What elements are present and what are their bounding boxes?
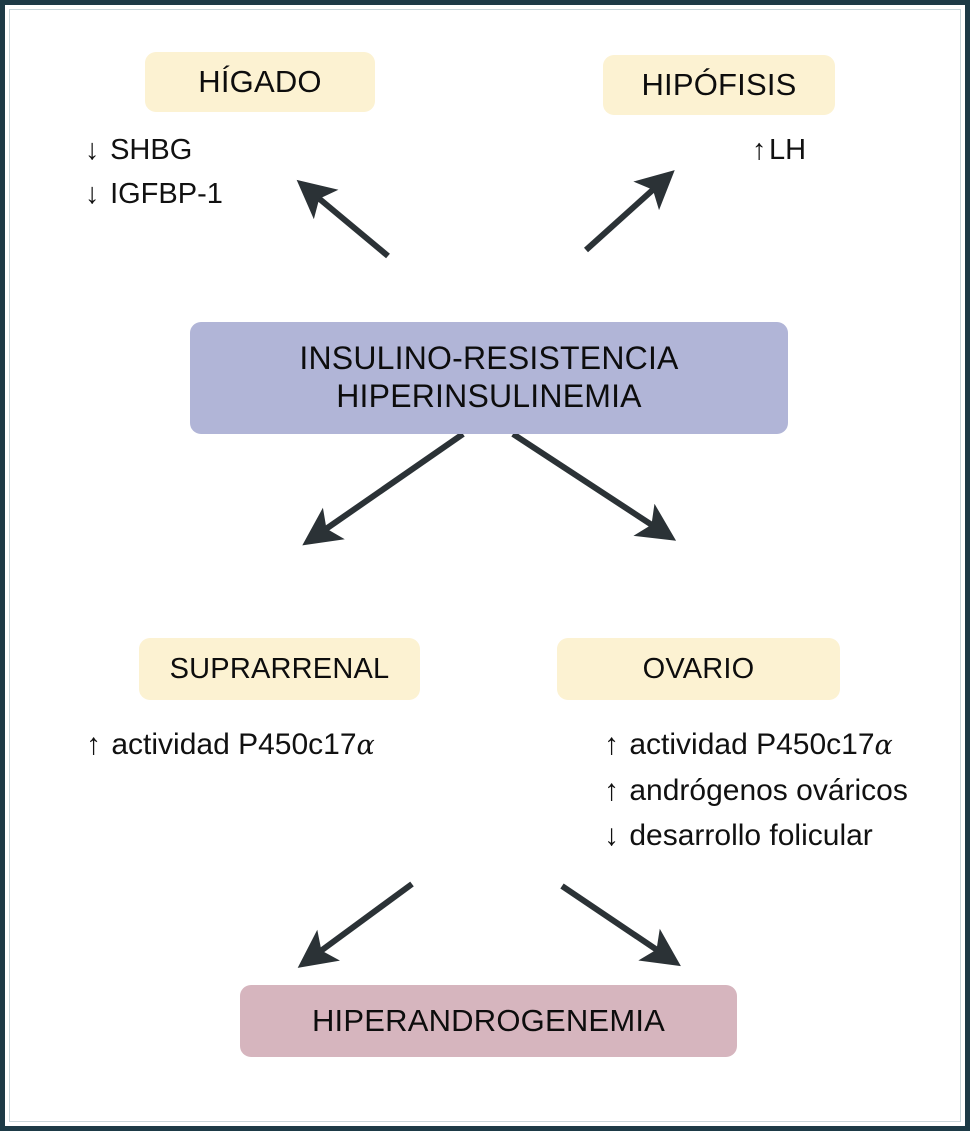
ovary-note-3-text: desarrollo folicular: [629, 819, 873, 853]
ovary-note-1-text: actividad P450c17: [629, 728, 875, 761]
ovary-note-1: ↑ actividad P450c17α: [604, 722, 908, 768]
node-liver-label: HÍGADO: [198, 63, 322, 99]
arrow-ovary-to-outcome: [560, 883, 681, 967]
adrenal-note-1: ↑ actividad P450c17α: [86, 722, 375, 768]
node-pituitary[interactable]: HIPÓFISIS: [603, 55, 835, 115]
ovary-notes: ↑ actividad P450c17α ↑ andrógenos ováric…: [604, 722, 908, 859]
node-insulin-resistance-line2: HIPERINSULINEMIA: [336, 378, 642, 414]
arrow-center-to-ovary: [511, 431, 677, 541]
node-insulin-resistance[interactable]: INSULINO-RESISTENCIA HIPERINSULINEMIA: [190, 322, 788, 434]
liver-note-1: ↓ SHBG: [85, 128, 223, 172]
node-insulin-resistance-line1: INSULINO-RESISTENCIA: [299, 340, 679, 377]
ovary-note-2-text: andrógenos ováricos: [629, 773, 908, 807]
liver-note-2-text: IGFBP-1: [110, 178, 223, 211]
liver-note-1-text: SHBG: [110, 134, 193, 166]
node-liver[interactable]: HÍGADO: [145, 52, 375, 112]
up-arrow-icon: ↑: [604, 773, 619, 807]
pituitary-note-1-text: LH: [769, 134, 807, 166]
pituitary-notes: ↑LH: [752, 128, 806, 172]
up-arrow-icon: ↑: [752, 134, 767, 166]
node-ovary[interactable]: OVARIO: [557, 638, 840, 700]
arrow-adrenal-to-outcome: [297, 881, 414, 968]
node-hyperandrogenemia[interactable]: HIPERANDROGENEMIA: [240, 985, 737, 1057]
node-hyperandrogenemia-label: HIPERANDROGENEMIA: [311, 1002, 666, 1038]
alpha-symbol: α: [874, 730, 893, 761]
node-adrenal[interactable]: SUPRARRENAL: [139, 638, 420, 700]
down-arrow-icon: ↓: [85, 134, 100, 166]
down-arrow-icon: ↓: [604, 819, 619, 853]
arrow-center-to-pituitary: [583, 170, 675, 253]
liver-note-2: ↓ IGFBP-1: [85, 172, 223, 216]
ovary-note-3: ↓ desarrollo folicular: [604, 813, 908, 859]
up-arrow-icon: ↑: [604, 728, 619, 761]
adrenal-notes: ↑ actividad P450c17α: [86, 722, 375, 768]
node-pituitary-label: HIPÓFISIS: [641, 66, 797, 102]
adrenal-note-1-text: actividad P450c17: [111, 728, 357, 761]
node-adrenal-label: SUPRARRENAL: [169, 652, 390, 685]
arrow-center-to-liver: [296, 179, 390, 259]
ovary-note-2: ↑ andrógenos ováricos: [604, 768, 908, 814]
alpha-symbol: α: [356, 730, 375, 761]
node-ovary-label: OVARIO: [642, 652, 755, 685]
pituitary-note-1: ↑LH: [752, 128, 806, 172]
arrow-center-to-adrenal: [302, 431, 465, 546]
liver-notes: ↓ SHBG ↓ IGFBP-1: [85, 128, 223, 216]
down-arrow-icon: ↓: [85, 178, 100, 211]
up-arrow-icon: ↑: [86, 728, 101, 761]
